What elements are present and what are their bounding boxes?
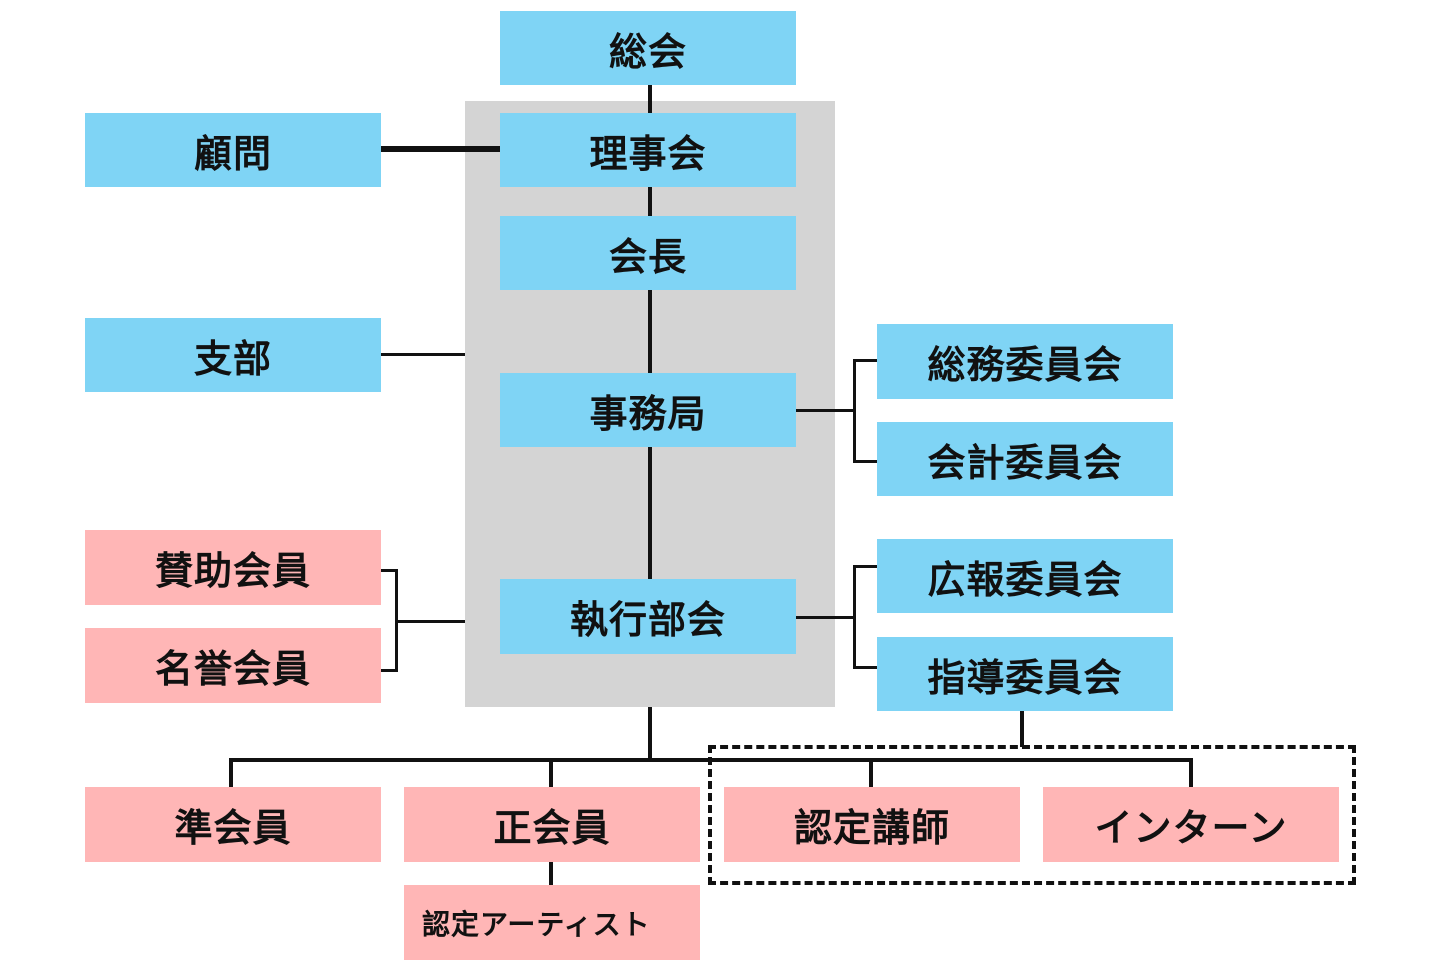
node-president: 会長 — [500, 216, 796, 290]
connector-advisor-board — [381, 146, 500, 152]
connector-intern — [1189, 758, 1193, 788]
node-regular-member: 正会員 — [404, 787, 700, 862]
connector-associate — [229, 758, 233, 788]
node-guidance-committee: 指導委員会 — [877, 637, 1173, 711]
connector-branch-panel — [381, 353, 465, 356]
node-general-assembly: 総会 — [500, 11, 796, 85]
connector-honorary-bracket — [381, 669, 397, 672]
connector-exec-bracket-vertical — [853, 565, 856, 669]
node-certified-instructor: 認定講師 — [724, 787, 1020, 862]
connector-regular — [549, 758, 553, 788]
node-branch: 支部 — [85, 318, 381, 392]
connector-general-affairs — [853, 359, 877, 362]
connector-accounting — [853, 460, 877, 463]
node-supporting-member: 賛助会員 — [85, 530, 381, 605]
node-accounting-committee: 会計委員会 — [877, 422, 1173, 496]
connector-assembly-board — [648, 84, 652, 114]
node-honorary-member: 名誉会員 — [85, 628, 381, 703]
connector-board-president — [648, 187, 652, 216]
node-certified-artist: 認定アーティスト — [404, 885, 700, 960]
connector-executive-bracket — [796, 616, 856, 619]
connector-sec-bracket-vertical — [853, 359, 856, 463]
node-intern: インターン — [1043, 787, 1339, 862]
node-advisor: 顧問 — [85, 113, 381, 187]
node-pr-committee: 広報委員会 — [877, 539, 1173, 613]
node-secretariat: 事務局 — [500, 373, 796, 447]
connector-supporting-bracket — [381, 569, 397, 572]
connector-secretariat-bracket — [796, 409, 856, 412]
instructor-intern-group — [708, 745, 1356, 885]
connector-secretariat-executive — [648, 447, 652, 580]
connector-members-panel — [395, 620, 465, 623]
connector-panel-down — [648, 707, 652, 762]
connector-pr — [853, 565, 877, 568]
connector-instructor — [869, 758, 873, 788]
node-associate-member: 準会員 — [85, 787, 381, 862]
connector-guidance — [853, 666, 877, 669]
node-general-affairs-committee: 総務委員会 — [877, 324, 1173, 399]
connector-guidance-group — [1020, 710, 1024, 747]
connector-regular-artist — [549, 861, 553, 886]
connector-president-secretariat — [648, 289, 652, 374]
node-board: 理事会 — [500, 113, 796, 187]
node-executive-committee: 執行部会 — [500, 579, 796, 654]
